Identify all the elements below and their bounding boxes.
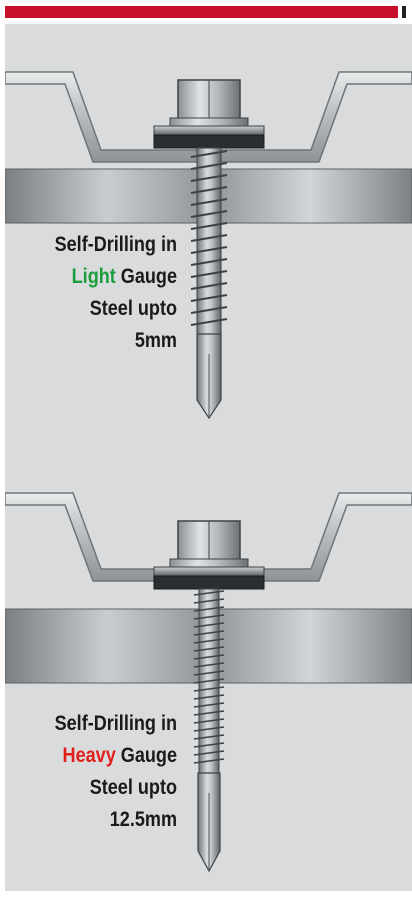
caption-line-4: 12.5mm <box>109 808 177 831</box>
panel-heavy-gauge: Self-Drilling in Heavy Gauge Steel upto … <box>5 443 412 891</box>
light-highlight-word: Light <box>71 265 116 288</box>
caption-line-1: Self-Drilling in <box>54 233 177 256</box>
heavy-highlight-word: Heavy <box>62 744 116 767</box>
light-gauge-caption: Self-Drilling in Light Gauge Steel upto … <box>29 229 177 357</box>
caption-line-3: Steel upto <box>89 776 177 799</box>
caption-line-1: Self-Drilling in <box>54 712 177 735</box>
panel-light-gauge: Self-Drilling in Light Gauge Steel upto … <box>5 24 412 443</box>
header-bar-marker <box>402 6 406 18</box>
caption-line-3: Steel upto <box>89 297 177 320</box>
caption-line-2-rest: Gauge <box>115 265 177 288</box>
light-gauge-screw-illustration <box>5 71 412 420</box>
caption-line-2-rest: Gauge <box>115 744 177 767</box>
caption-line-2: Heavy Gauge <box>29 740 177 772</box>
heavy-gauge-caption: Self-Drilling in Heavy Gauge Steel upto … <box>29 708 177 836</box>
caption-line-4: 5mm <box>134 329 177 352</box>
caption-line-2: Light Gauge <box>29 261 177 293</box>
heavy-gauge-screw-illustration <box>5 492 412 873</box>
header-bar <box>5 6 398 18</box>
